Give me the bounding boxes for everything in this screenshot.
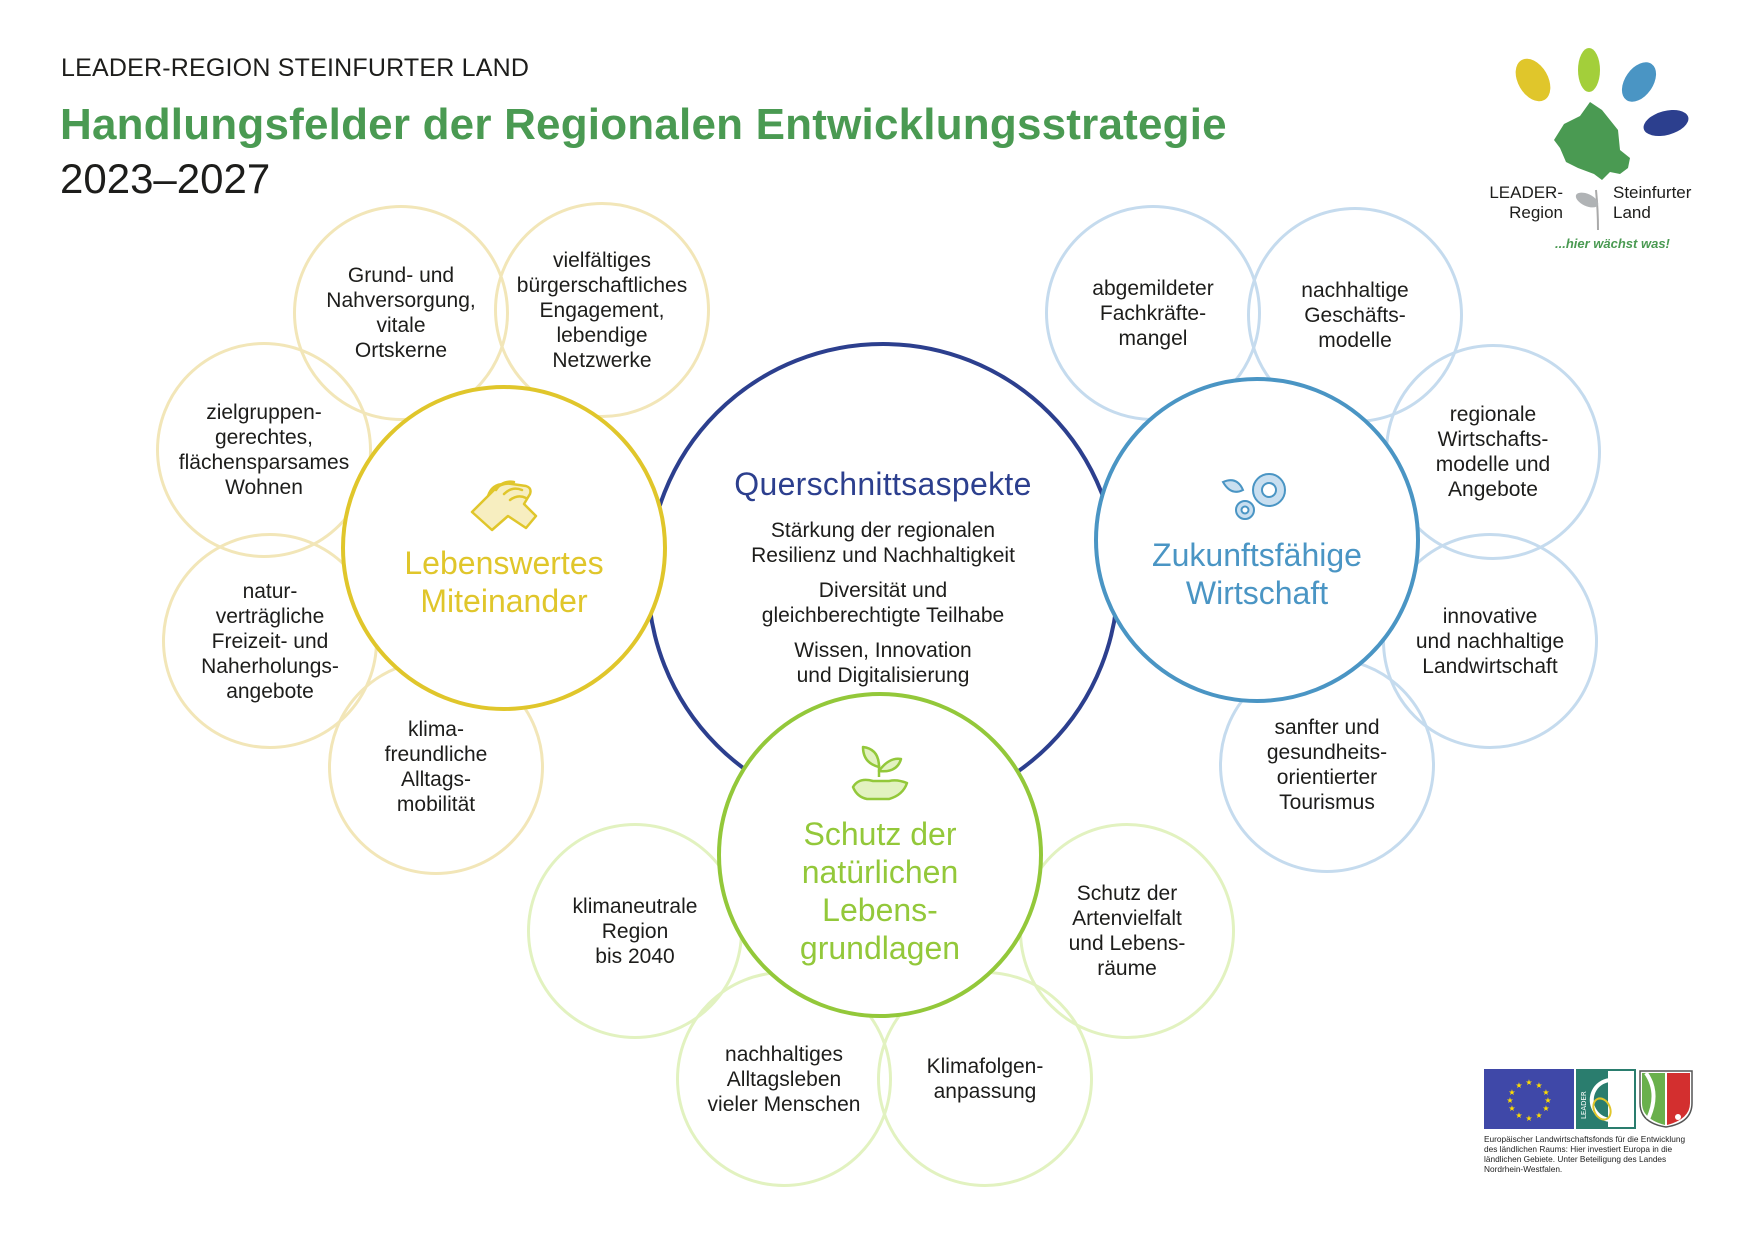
cross-cutting-item: Stärkung der regionalen Resilienz und Na… xyxy=(751,518,1015,567)
svg-text:LEADER: LEADER xyxy=(1580,1091,1588,1119)
topic-label: nachhaltiges Alltagsleben vieler Mensche… xyxy=(707,1042,861,1116)
nrw-coat-of-arms-icon xyxy=(1639,1070,1693,1128)
svg-text:★: ★ xyxy=(1544,1096,1551,1105)
svg-text:★: ★ xyxy=(1515,1111,1522,1120)
topic-label: Klimafolgen- anpassung xyxy=(926,1055,1044,1103)
cross-cutting-item: Wissen, Innovation und Digitalisierung xyxy=(794,638,972,687)
topic-label: regionale Wirtschafts- modelle und Angeb… xyxy=(1435,403,1551,501)
svg-text:★: ★ xyxy=(1508,1104,1515,1113)
logo-leader-region-text: LEADER- Region xyxy=(1489,183,1563,222)
topic-label: abgemildeter Fachkräfte- mangel xyxy=(1092,276,1214,350)
funding-logos: ★★★★ ★★★★ ★★★★ LEADER Europäischer Landw… xyxy=(1484,1069,1699,1174)
seedling-hand-icon xyxy=(851,745,909,801)
topic-wohnen: zielgruppen- gerechtes, flächensparsames… xyxy=(156,342,372,558)
svg-text:★: ★ xyxy=(1542,1104,1549,1113)
topic-label: sanfter und gesundheits- orientierter To… xyxy=(1266,716,1388,814)
region-kicker: LEADER-REGION STEINFURTER LAND xyxy=(61,54,530,82)
logo-tagline: ...hier wächst was! xyxy=(1555,236,1670,251)
topic-buergerschaftliches-engagement: vielfältiges bürgerschaftliches Engageme… xyxy=(494,202,710,418)
logo-steinfurter-land-text: Steinfurter Land xyxy=(1613,183,1692,222)
topic-label: nachhaltige Geschäfts- modelle xyxy=(1301,278,1409,352)
field-label: Schutz der natürlichen Lebens- grundlage… xyxy=(799,816,961,966)
topic-label: Grund- und Nahversorgung, vitale Ortsker… xyxy=(326,264,476,362)
eu-flag-icon: ★★★★ ★★★★ ★★★★ xyxy=(1484,1069,1574,1129)
cross-cutting-title: Querschnittsaspekte xyxy=(734,465,1032,502)
topic-grundversorgung: Grund- und Nahversorgung, vitale Ortsker… xyxy=(293,205,509,421)
topic-label: zielgruppen- gerechtes, flächensparsames… xyxy=(178,401,350,499)
field-label: Zukunftsfähige Wirtschaft xyxy=(1152,537,1362,611)
svg-text:★: ★ xyxy=(1542,1088,1549,1097)
topic-label: vielfältiges bürgerschaftliches Engageme… xyxy=(516,248,688,372)
cross-cutting-item: Diversität und gleichberechtigte Teilhab… xyxy=(761,578,1005,627)
period-years: 2023–2027 xyxy=(60,155,271,202)
topic-label: innovative und nachhaltige Landwirtschaf… xyxy=(1415,604,1565,678)
svg-text:★: ★ xyxy=(1525,1078,1532,1087)
topic-label: klima- freundliche Alltags- mobilität xyxy=(384,718,488,816)
field-label: Lebenswertes Miteinander xyxy=(404,545,604,619)
topic-tourismus: sanfter und gesundheits- orientierter To… xyxy=(1219,657,1435,873)
funding-caption: Europäischer Landwirtschaftsfonds für di… xyxy=(1484,1134,1686,1174)
svg-text:★: ★ xyxy=(1525,1114,1532,1123)
topic-artenvielfalt: Schutz der Artenvielfalt und Lebens- räu… xyxy=(1019,823,1235,1039)
leader-region-logo: LEADER- Region Steinfurter Land ...hier … xyxy=(1470,40,1720,260)
gears-leaf-icon xyxy=(1221,473,1286,520)
field-schutz-lebensgrundlagen: Schutz der natürlichen Lebens- grundlage… xyxy=(717,692,1043,1018)
topic-alltagsmobilitaet: klima- freundliche Alltags- mobilität xyxy=(328,659,544,875)
field-zukunftsfaehige-wirtschaft: Zukunftsfähige Wirtschaft xyxy=(1094,377,1420,703)
topic-klimaneutrale-region: klimaneutrale Region bis 2040 xyxy=(527,823,743,1039)
topic-naherholung: natur- verträgliche Freizeit- und Naherh… xyxy=(162,533,378,749)
topic-label: Schutz der Artenvielfalt und Lebens- räu… xyxy=(1068,882,1186,980)
page-title: Handlungsfelder der Regionalen Entwicklu… xyxy=(60,100,1227,149)
topic-label: klimaneutrale Region bis 2040 xyxy=(572,894,698,968)
svg-text:★: ★ xyxy=(1506,1096,1513,1105)
leader-logo-icon: LEADER xyxy=(1576,1069,1636,1129)
topic-label: natur- verträgliche Freizeit- und Naherh… xyxy=(201,579,339,703)
flower-map-logo-icon xyxy=(1515,48,1689,231)
handshake-icon xyxy=(470,480,538,532)
svg-text:★: ★ xyxy=(1535,1081,1542,1090)
svg-text:★: ★ xyxy=(1535,1111,1542,1120)
field-lebenswertes-miteinander: Lebenswertes Miteinander xyxy=(341,385,667,711)
svg-text:★: ★ xyxy=(1508,1088,1515,1097)
svg-text:★: ★ xyxy=(1515,1081,1522,1090)
